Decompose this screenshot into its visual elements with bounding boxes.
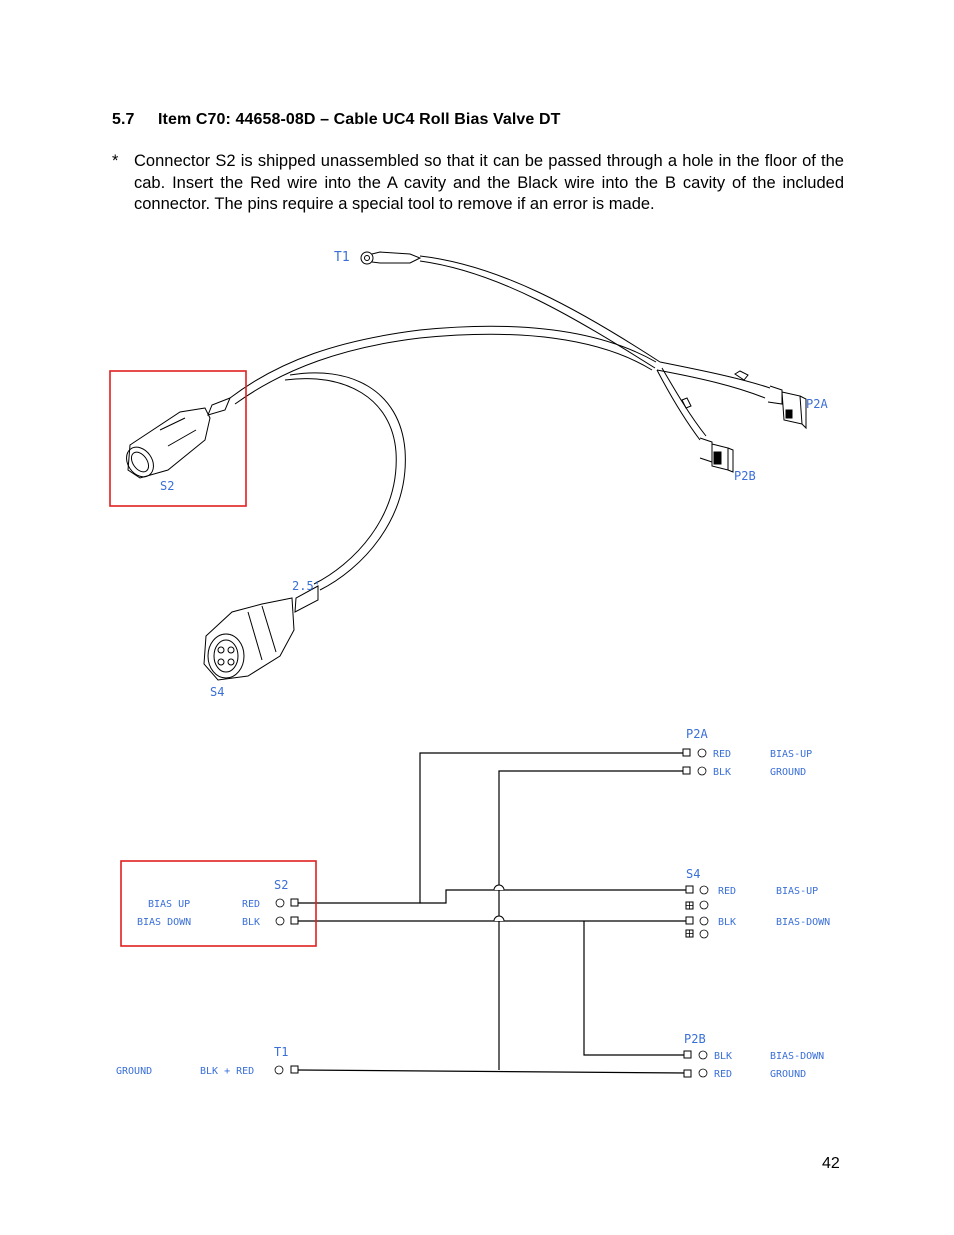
p2b-cable-label: P2B <box>734 469 756 483</box>
s4-pina-signal: BIAS-UP <box>776 886 818 897</box>
p2b-pin2-color: RED <box>714 1069 732 1080</box>
p2b-pin1-signal: BIAS-DOWN <box>770 1051 824 1062</box>
s2-title: S2 <box>274 878 288 892</box>
t1-pin1-signal: GROUND <box>116 1066 152 1077</box>
p2a-pin1-signal: BIAS-UP <box>770 749 812 760</box>
p2b-pin1-color: BLK <box>714 1051 732 1062</box>
p2a-pin-1: RED BIAS-UP <box>682 748 812 760</box>
t1-pin1-color: BLK + RED <box>200 1066 254 1077</box>
note-text: Connector S2 is shipped unassembled so t… <box>134 152 844 213</box>
s4-pin-d <box>685 929 709 939</box>
t1-ring-terminal <box>360 251 422 265</box>
section-title: Item C70: 44658-08D – Cable UC4 Roll Bia… <box>158 111 561 128</box>
s4-cable-label: S4 <box>210 685 224 699</box>
s4-title: S4 <box>686 867 700 881</box>
s4-pin-c: BLK BIAS-DOWN <box>685 916 830 928</box>
note-marker: * <box>112 152 119 170</box>
s2-drawing-highlight <box>109 370 247 507</box>
p2a-pin2-color: BLK <box>713 767 731 778</box>
p2b-connector <box>711 443 734 473</box>
s2-pinb-color: BLK <box>242 917 260 928</box>
cable-drawing <box>126 251 807 681</box>
section-heading: 5.7 Item C70: 44658-08D – Cable UC4 Roll … <box>112 111 561 129</box>
section-number: 5.7 <box>112 111 135 128</box>
p2b-pin2-signal: GROUND <box>770 1069 806 1080</box>
s4-pin-a: RED BIAS-UP <box>685 885 818 897</box>
s2-pinb-signal: BIAS DOWN <box>137 917 191 928</box>
p2a-pin-2: BLK GROUND <box>682 766 806 778</box>
s2-pin-b: BIAS DOWN BLK <box>137 916 299 928</box>
t1-cable-label: T1 <box>334 250 350 265</box>
p2b-branch <box>656 367 713 463</box>
s2-pin-a: BIAS UP RED <box>148 898 299 910</box>
s2-pina-color: RED <box>242 899 260 910</box>
t1-pin-1: GROUND BLK + RED <box>116 1065 299 1077</box>
s2-connector <box>126 397 231 479</box>
p2a-connector <box>781 391 807 430</box>
s4-pinc-signal: BIAS-DOWN <box>776 917 830 928</box>
p2b-pin-1: BLK BIAS-DOWN <box>683 1050 824 1062</box>
s4-pina-color: RED <box>718 886 736 897</box>
s2-schematic-highlight <box>120 860 317 947</box>
page-number: 42 <box>822 1155 840 1172</box>
wire-crossovers <box>493 884 505 922</box>
p2b-pin-2: RED GROUND <box>683 1068 806 1080</box>
s2-pina-signal: BIAS UP <box>148 899 190 910</box>
length-label: 2.5' <box>292 579 321 593</box>
s4-pin-b <box>685 900 709 910</box>
p2a-pin1-color: RED <box>713 749 731 760</box>
s4-connector <box>203 585 319 681</box>
s2-cable-label: S2 <box>160 479 174 493</box>
p2a-title: P2A <box>686 727 708 741</box>
p2a-branch <box>656 361 783 405</box>
p2b-title: P2B <box>684 1032 706 1046</box>
t1-title: T1 <box>274 1045 288 1059</box>
cable-trunk <box>229 255 661 591</box>
wiring-lines <box>297 752 687 1074</box>
p2a-cable-label: P2A <box>806 397 828 411</box>
s4-pinc-color: BLK <box>718 917 736 928</box>
p2a-pin2-signal: GROUND <box>770 767 806 778</box>
assembly-note: * Connector S2 is shipped unassembled so… <box>112 151 844 216</box>
